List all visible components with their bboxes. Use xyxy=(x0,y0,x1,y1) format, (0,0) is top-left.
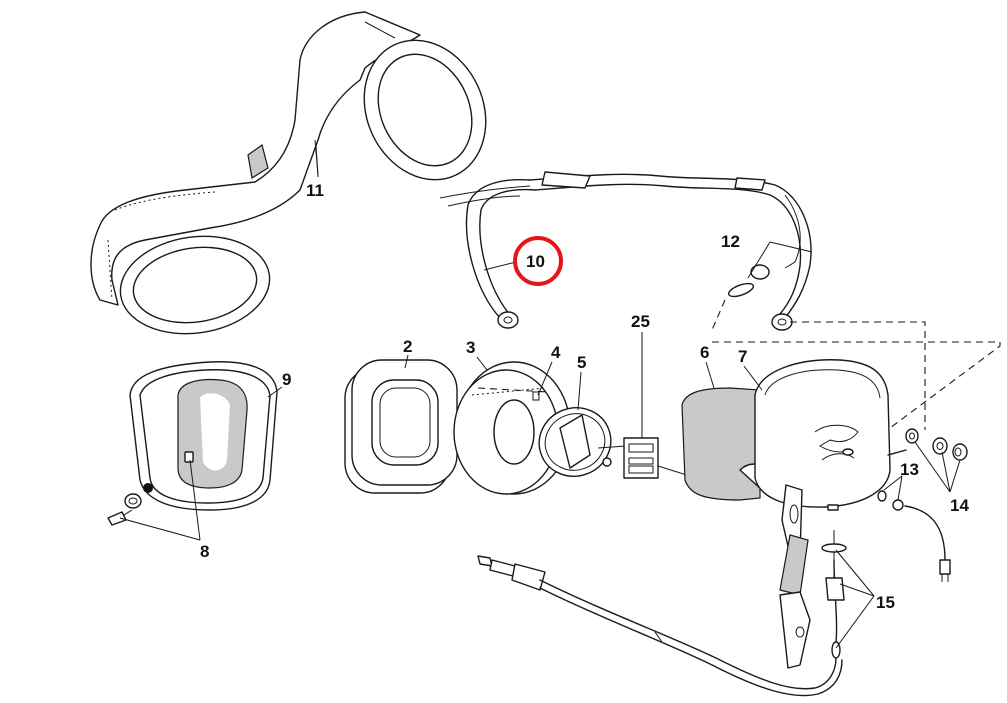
screw-washer-part xyxy=(905,428,968,461)
callout-label-15: 15 xyxy=(876,593,895,612)
callout-label-2: 2 xyxy=(403,337,412,356)
callout-label-13: 13 xyxy=(900,460,919,479)
callout-label-10: 10 xyxy=(526,252,545,271)
highlight-circle xyxy=(513,236,563,286)
callout-label-8: 8 xyxy=(200,542,209,561)
foam-ring-part xyxy=(453,361,571,495)
assembly-dashed-lines xyxy=(477,299,1001,430)
callout-label-5: 5 xyxy=(577,353,586,372)
callout-label-12: 12 xyxy=(721,232,740,251)
callout-labels: 2 3 4 5 6 7 8 9 10 11 12 13 14 15 25 xyxy=(200,181,969,612)
ear-seal-part xyxy=(344,359,458,494)
callout-label-4: 4 xyxy=(551,343,561,362)
head-strap-part xyxy=(90,11,487,335)
connector-block-part xyxy=(623,437,691,479)
callout-label-7: 7 xyxy=(738,347,747,366)
callout-label-9: 9 xyxy=(282,370,291,389)
earphone-element-part xyxy=(538,407,627,477)
callout-label-6: 6 xyxy=(700,343,709,362)
callout-label-3: 3 xyxy=(466,338,475,357)
callout-label-25: 25 xyxy=(631,312,650,331)
foam-insert-part xyxy=(681,387,767,501)
cord-assembly-part xyxy=(477,504,847,697)
callout-label-11: 11 xyxy=(306,181,324,200)
callout-label-14: 14 xyxy=(950,496,969,515)
headband-part xyxy=(439,171,812,331)
leader-lines xyxy=(119,144,961,649)
ear-shell-part xyxy=(107,361,278,526)
earcup-housing-part xyxy=(754,359,951,669)
